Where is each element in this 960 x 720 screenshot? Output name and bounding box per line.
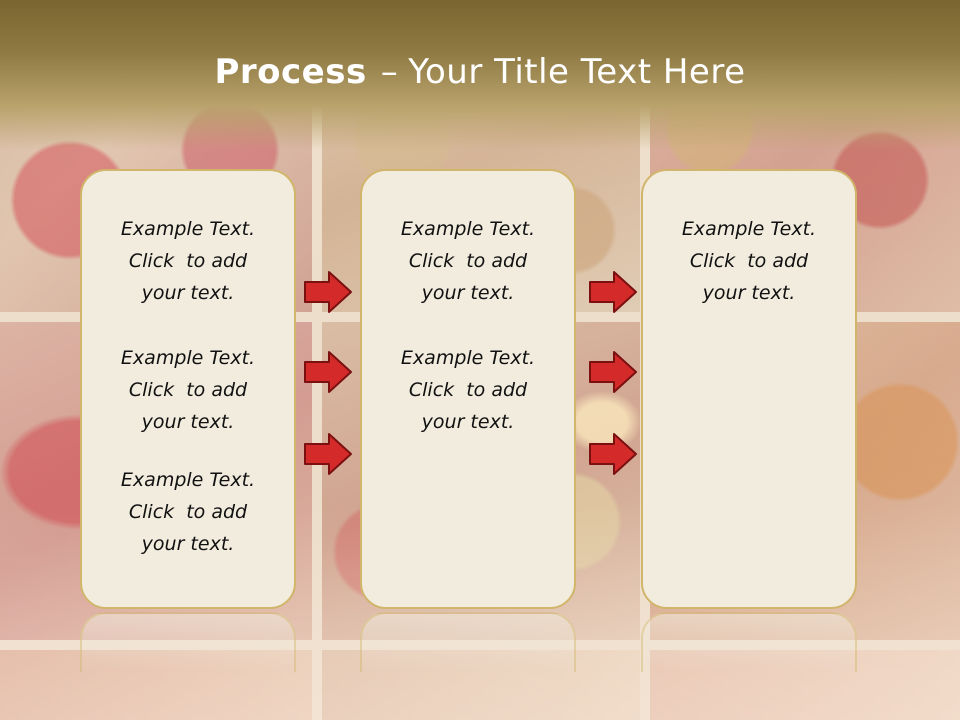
right-arrow-icon (588, 270, 638, 314)
right-arrow-icon (303, 432, 353, 476)
process-box-1[interactable]: Example Text. Click to add your text. Ex… (80, 169, 296, 609)
title-bold: Process (214, 52, 367, 92)
right-arrow-icon (303, 270, 353, 314)
process-box-3[interactable]: Example Text. Click to add your text. (641, 169, 857, 609)
box-reflection (80, 612, 296, 672)
title-bar: Process–Your Title Text Here (0, 0, 960, 150)
text-placeholder[interactable]: Example Text. Click to add your text. (120, 469, 256, 555)
text-placeholder[interactable]: Example Text. Click to add your text. (400, 218, 536, 304)
text-placeholder[interactable]: Example Text. Click to add your text. (400, 347, 536, 433)
process-box-2[interactable]: Example Text. Click to add your text. Ex… (360, 169, 576, 609)
right-arrow-icon (588, 432, 638, 476)
text-placeholder[interactable]: Example Text. Click to add your text. (120, 218, 256, 304)
box-reflection (641, 612, 857, 672)
slide-title[interactable]: Process–Your Title Text Here (0, 52, 960, 92)
box-reflection (360, 612, 576, 672)
title-dash: – (380, 52, 399, 92)
right-arrow-icon (588, 350, 638, 394)
text-placeholder[interactable]: Example Text. Click to add your text. (120, 347, 256, 433)
text-placeholder[interactable]: Example Text. Click to add your text. (681, 218, 817, 304)
right-arrow-icon (303, 350, 353, 394)
title-rest: Your Title Text Here (408, 52, 746, 92)
